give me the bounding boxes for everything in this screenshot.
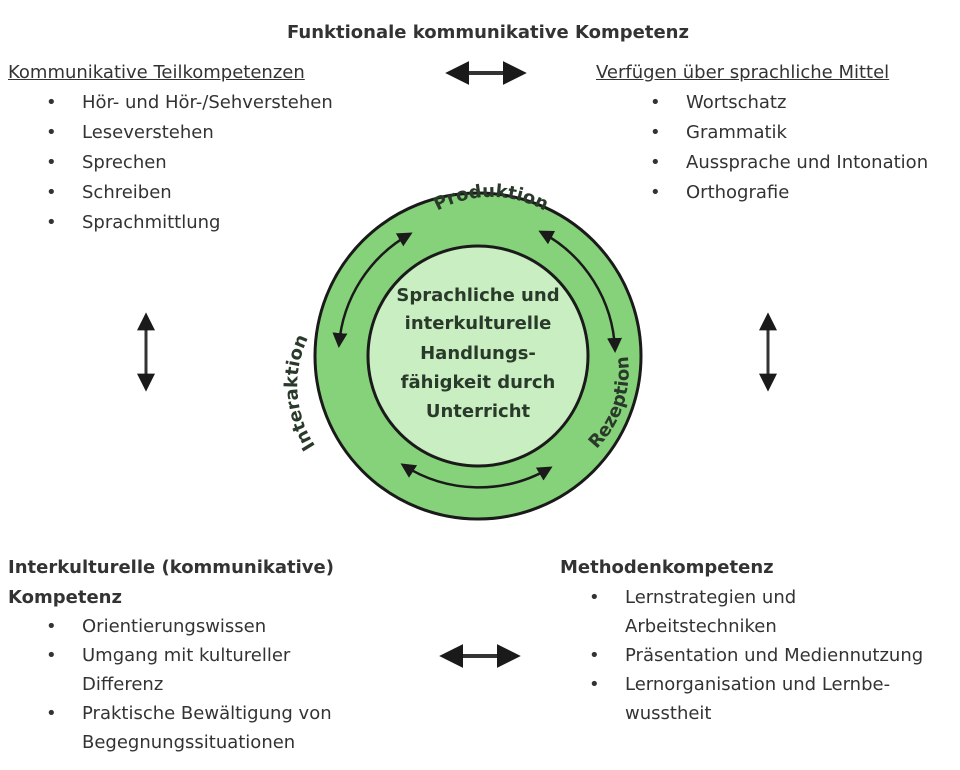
list-item: Aussprache und Intonation [612, 148, 928, 178]
diagram-title: Funktionale kommunikative Kompetenz [287, 22, 689, 43]
list-item: Orthografie [612, 178, 928, 208]
list-item: Leseverstehen [8, 118, 333, 148]
list-item-line: Umgang mit kultureller [82, 645, 291, 666]
center-text-line: interkulturelle [405, 313, 552, 334]
list-item: Praktische Bewältigung vonBegegnungssitu… [8, 699, 332, 757]
list-item: Grammatik [612, 118, 928, 148]
heading-methods-competence: Methodenkompetenz [560, 557, 774, 578]
arc-arrow-top-right [538, 230, 623, 353]
list-item-line: Arbeitstechniken [625, 616, 777, 637]
list-item-line: Praktische Bewältigung von [82, 703, 332, 724]
center-text-line: Handlungs- [420, 343, 536, 364]
center-text-line: fähigkeit durch [401, 372, 556, 393]
list-intercultural-competence: Orientierungswissen Umgang mit kulturell… [8, 612, 332, 757]
center-text-line: Sprachliche und [396, 285, 559, 306]
list-item: Präsentation und Mediennutzung [551, 641, 923, 670]
center-text-line: Unterricht [426, 401, 531, 422]
center-text: Sprachliche und interkulturelle Handlung… [396, 285, 559, 422]
list-item-line: Lernorganisation und Lernbe- [625, 674, 891, 695]
list-item-line: Differenz [82, 674, 164, 695]
list-item: Schreiben [8, 178, 333, 208]
list-item: Lernorganisation und Lernbe-wusstheit [551, 670, 923, 728]
list-item-line: Lernstrategien und [625, 587, 797, 608]
arc-arrow-bottom [400, 463, 553, 489]
heading-communicative-subcompetences: Kommunikative Teilkompetenzen [8, 62, 305, 83]
list-item: Sprachmittlung [8, 208, 333, 238]
list-item-line: Begegnungssituationen [82, 732, 296, 753]
connector-arrows [137, 61, 777, 668]
cycle-arrows [332, 230, 623, 489]
list-communicative-subcompetences: Hör- und Hör-/Sehverstehen Leseverstehen… [8, 88, 333, 238]
heading-linguistic-means: Verfügen über sprachliche Mittel [596, 62, 890, 83]
list-item: Orientierungswissen [8, 612, 332, 641]
arc-arrow-top-left [332, 232, 413, 348]
heading-line: Interkulturelle (kommunikative) [8, 557, 334, 578]
list-item: Hör- und Hör-/Sehverstehen [8, 88, 333, 118]
list-item-line: wusstheit [625, 703, 712, 724]
list-item-line: Orientierungswissen [82, 616, 267, 637]
list-item: Sprechen [8, 148, 333, 178]
heading-intercultural-competence: Interkulturelle (kommunikative) Kompeten… [8, 553, 428, 613]
heading-line: Kompetenz [8, 587, 122, 608]
list-linguistic-means: Wortschatz Grammatik Aussprache und Into… [612, 88, 928, 208]
list-item-line: Präsentation und Mediennutzung [625, 645, 924, 666]
list-item: Wortschatz [612, 88, 928, 118]
